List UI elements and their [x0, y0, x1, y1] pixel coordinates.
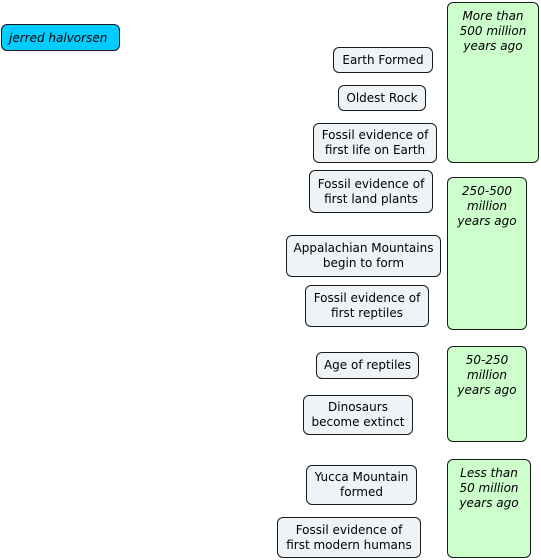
event-appalachian-mountains[interactable]: Appalachian Mountains begin to form: [286, 235, 441, 277]
era-less-than-50-million[interactable]: Less than 50 million years ago: [447, 459, 531, 558]
event-oldest-rock[interactable]: Oldest Rock: [338, 85, 426, 111]
event-first-modern-humans[interactable]: Fossil evidence of first modern humans: [277, 517, 421, 558]
event-earth-formed[interactable]: Earth Formed: [333, 47, 433, 73]
event-first-reptiles[interactable]: Fossil evidence of first reptiles: [305, 285, 429, 327]
author-label[interactable]: jerred halvorsen: [1, 24, 120, 51]
event-first-land-plants[interactable]: Fossil evidence of first land plants: [309, 170, 433, 213]
event-yucca-mountain[interactable]: Yucca Mountain formed: [306, 465, 417, 505]
event-first-life[interactable]: Fossil evidence of first life on Earth: [313, 123, 437, 163]
event-dinosaurs-extinct[interactable]: Dinosaurs become extinct: [303, 395, 413, 435]
era-50-250-million[interactable]: 50-250 million years ago: [447, 346, 527, 442]
event-age-of-reptiles[interactable]: Age of reptiles: [316, 352, 419, 379]
era-250-500-million[interactable]: 250-500 million years ago: [447, 177, 527, 330]
era-more-than-500-million[interactable]: More than 500 million years ago: [447, 2, 539, 163]
